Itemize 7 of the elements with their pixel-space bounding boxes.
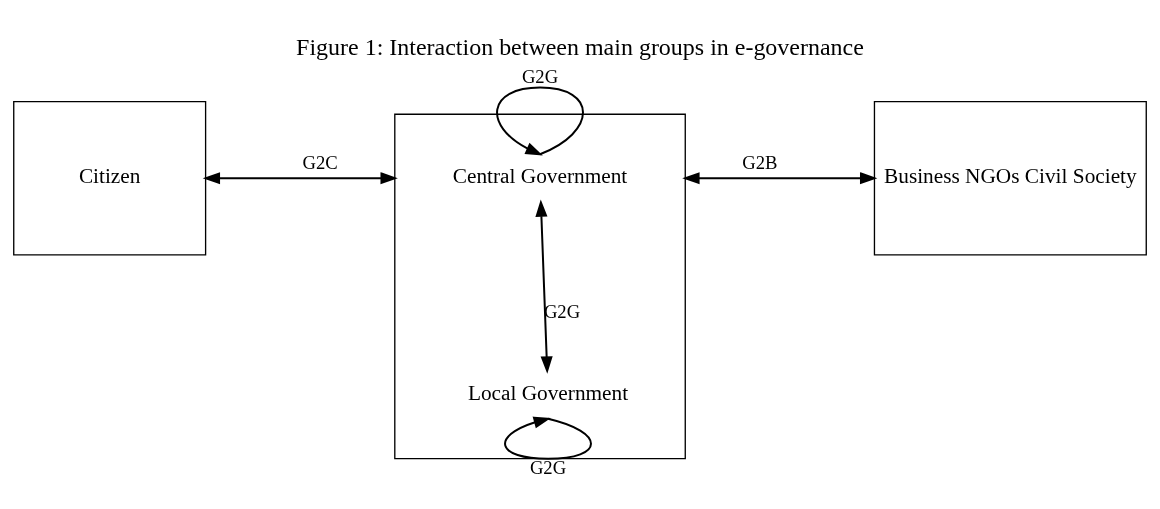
edge-label: G2G bbox=[529, 456, 567, 478]
node-text: Central Government bbox=[452, 164, 628, 189]
edge-label: G2G bbox=[521, 65, 559, 87]
node-text: Local Government bbox=[467, 380, 629, 405]
edge-label: G2B bbox=[742, 152, 778, 174]
edge-label: G2C bbox=[302, 152, 338, 174]
diagram-title: Figure 1: Interaction between main groups in e-governance bbox=[296, 33, 864, 60]
